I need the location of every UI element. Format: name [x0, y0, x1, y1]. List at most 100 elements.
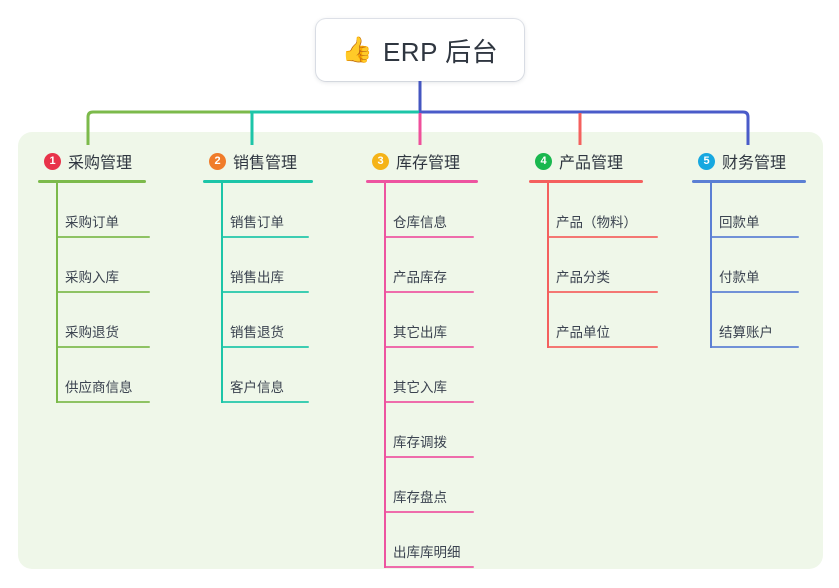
- list-item-label: 客户信息: [230, 380, 284, 395]
- column-badge-1: 1: [44, 152, 61, 170]
- list-item-label: 采购退货: [65, 325, 119, 340]
- list-item-label: 采购入库: [65, 270, 119, 285]
- list-item-rule: [548, 346, 658, 348]
- column-header-1[interactable]: 1 采购管理: [38, 146, 146, 176]
- list-item-label: 产品单位: [556, 325, 610, 340]
- list-item-rule: [222, 401, 309, 403]
- list-item-rule: [57, 401, 150, 403]
- list-item-label: 产品库存: [393, 270, 447, 285]
- column-title-5: 财务管理: [722, 155, 787, 172]
- list-item-label: 采购订单: [65, 215, 119, 230]
- list-item-rule: [385, 566, 474, 568]
- list-item[interactable]: 销售订单: [203, 183, 313, 238]
- column-spine-5: [710, 183, 712, 348]
- list-item[interactable]: 销售出库: [203, 238, 313, 293]
- column-3: 3 库存管理仓库信息产品库存其它出库其它入库库存调拨库存盘点出库库明细: [366, 146, 478, 568]
- column-4: 4 产品管理产品（物料） 产品分类产品单位: [529, 146, 658, 348]
- list-item[interactable]: 产品（物料）: [529, 183, 658, 238]
- column-title-1: 采购管理: [68, 155, 133, 172]
- list-item-rule: [548, 291, 658, 293]
- column-header-4[interactable]: 4 产品管理: [529, 146, 643, 176]
- column-spine-4: [547, 183, 549, 348]
- list-item[interactable]: 库存调拨: [366, 403, 478, 458]
- list-item-rule: [385, 456, 474, 458]
- list-item-rule: [57, 346, 150, 348]
- list-item[interactable]: 库存盘点: [366, 458, 478, 513]
- list-item-rule: [57, 236, 150, 238]
- column-spine-2: [221, 183, 223, 403]
- list-item[interactable]: 产品分类: [529, 238, 658, 293]
- column-header-3[interactable]: 3 库存管理: [366, 146, 478, 176]
- list-item-rule: [385, 401, 474, 403]
- list-item[interactable]: 仓库信息: [366, 183, 478, 238]
- list-item[interactable]: 出库库明细: [366, 513, 478, 568]
- list-item[interactable]: 客户信息: [203, 348, 313, 403]
- list-item-rule: [711, 236, 799, 238]
- list-item-label: 其它出库: [393, 325, 447, 340]
- list-item[interactable]: 采购订单: [38, 183, 150, 238]
- column-items-2: 销售订单销售出库销售退货客户信息: [203, 183, 313, 403]
- column-items-1: 采购订单采购入库采购退货供应商信息: [38, 183, 150, 403]
- column-spine-3: [384, 183, 386, 568]
- list-item-label: 供应商信息: [65, 380, 133, 395]
- column-badge-4: 4: [535, 152, 552, 170]
- list-item-label: 销售退货: [230, 325, 284, 340]
- column-badge-3: 3: [372, 152, 389, 170]
- list-item[interactable]: 采购入库: [38, 238, 150, 293]
- column-title-2: 销售管理: [233, 155, 298, 172]
- column-items-3: 仓库信息产品库存其它出库其它入库库存调拨库存盘点出库库明细: [366, 183, 478, 568]
- list-item[interactable]: 采购退货: [38, 293, 150, 348]
- list-item-label: 出库库明细: [393, 545, 461, 560]
- list-item-label: 销售订单: [230, 215, 284, 230]
- list-item-rule: [57, 291, 150, 293]
- root-node[interactable]: 👍 ERP 后台: [316, 19, 524, 81]
- list-item-rule: [385, 346, 474, 348]
- column-title-3: 库存管理: [396, 155, 461, 172]
- list-item-label: 仓库信息: [393, 215, 447, 230]
- column-2: 2 销售管理销售订单销售出库销售退货客户信息: [203, 146, 313, 403]
- column-rule-5: [692, 180, 806, 183]
- column-title-4: 产品管理: [559, 155, 624, 172]
- list-item-rule: [548, 236, 658, 238]
- list-item[interactable]: 付款单: [692, 238, 806, 293]
- list-item[interactable]: 回款单: [692, 183, 806, 238]
- column-1: 1 采购管理采购订单采购入库采购退货供应商信息: [38, 146, 150, 403]
- column-header-2[interactable]: 2 销售管理: [203, 146, 313, 176]
- root-title: ERP 后台: [382, 36, 499, 67]
- list-item-label: 产品（物料）: [556, 215, 637, 230]
- list-item-rule: [222, 346, 309, 348]
- column-rule-1: [38, 180, 146, 183]
- column-badge-5: 5: [698, 152, 715, 170]
- list-item[interactable]: 结算账户: [692, 293, 806, 348]
- column-rule-3: [366, 180, 478, 183]
- list-item-label: 付款单: [719, 270, 760, 285]
- thumbs-up-icon: 👍: [341, 35, 373, 64]
- list-item-rule: [222, 291, 309, 293]
- list-item[interactable]: 产品单位: [529, 293, 658, 348]
- list-item-label: 库存调拨: [393, 435, 447, 450]
- list-item[interactable]: 产品库存: [366, 238, 478, 293]
- diagram-panel: [18, 132, 823, 569]
- list-item-rule: [711, 291, 799, 293]
- list-item-rule: [385, 511, 474, 513]
- list-item-label: 其它入库: [393, 380, 447, 395]
- list-item-label: 产品分类: [556, 270, 610, 285]
- column-5: 5 财务管理回款单付款单结算账户: [692, 146, 806, 348]
- list-item-rule: [711, 346, 799, 348]
- list-item-label: 销售出库: [230, 270, 284, 285]
- list-item[interactable]: 销售退货: [203, 293, 313, 348]
- list-item-label: 回款单: [719, 215, 760, 230]
- column-badge-2: 2: [209, 152, 226, 170]
- list-item[interactable]: 其它入库: [366, 348, 478, 403]
- list-item[interactable]: 供应商信息: [38, 348, 150, 403]
- list-item[interactable]: 其它出库: [366, 293, 478, 348]
- list-item-rule: [385, 236, 474, 238]
- list-item-label: 库存盘点: [393, 490, 447, 505]
- list-item-rule: [385, 291, 474, 293]
- column-items-4: 产品（物料） 产品分类产品单位: [529, 183, 658, 348]
- column-rule-2: [203, 180, 313, 183]
- column-rule-4: [529, 180, 643, 183]
- column-items-5: 回款单付款单结算账户: [692, 183, 806, 348]
- column-header-5[interactable]: 5 财务管理: [692, 146, 806, 176]
